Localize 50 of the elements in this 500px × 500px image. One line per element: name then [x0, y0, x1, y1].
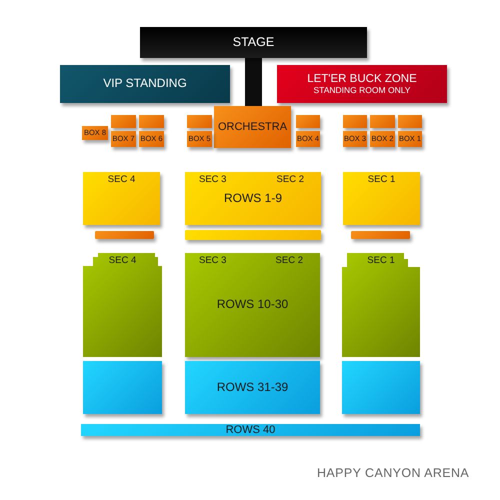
box-seat: [296, 115, 320, 128]
seat-row-bar: [351, 231, 410, 239]
section-label: SEC 2: [276, 175, 304, 186]
section-label: SEC 4: [108, 175, 136, 186]
box-seat: [398, 131, 422, 147]
box-seat: [82, 126, 108, 140]
seating-section: [185, 172, 321, 225]
section-label: SEC 1: [368, 175, 396, 186]
seating-section: [342, 253, 420, 357]
box-seat: [187, 115, 212, 128]
box-seat: [398, 115, 422, 128]
section-label: ROWS 10-30: [216, 298, 288, 312]
area-label: VIP STANDING: [103, 77, 187, 91]
area-label: STANDING ROOM ONLY: [314, 86, 410, 95]
box-seat: [296, 131, 320, 147]
seating-section: [185, 253, 320, 357]
seat-row-bar: [95, 231, 154, 239]
box-seat: [187, 131, 212, 147]
area-label: LET'ER BUCK ZONE: [307, 73, 417, 86]
section-label: ROWS 40: [226, 424, 276, 436]
box-seat: [370, 131, 395, 147]
section-label: SEC 3: [199, 256, 226, 266]
standing-area: [277, 65, 447, 103]
box-seat: [343, 131, 367, 147]
section-label: SEC 2: [276, 256, 303, 266]
section-label: SEC 3: [199, 175, 226, 186]
section-label: ROWS 31-39: [216, 380, 288, 394]
box-seat: [139, 131, 164, 147]
box-seat: [139, 115, 164, 128]
box-seat: [370, 115, 395, 128]
seat-row-bar: [185, 230, 321, 240]
section-label: SEC 1: [367, 256, 395, 266]
seating-section: [343, 172, 420, 225]
box-seat: [111, 115, 136, 128]
stage-label: STAGE: [232, 36, 274, 50]
stage-block: [140, 27, 367, 58]
seating-section: [342, 361, 420, 414]
seating-section: [83, 172, 160, 225]
box-seat: [111, 131, 136, 147]
seating-section: [81, 424, 420, 436]
orchestra-section: [214, 106, 291, 148]
section-label: ORCHESTRA: [218, 120, 288, 134]
section-label: ROWS 1-9: [224, 192, 282, 206]
standing-area: [60, 65, 230, 103]
section-label: SEC 4: [108, 256, 136, 266]
seating-section: [83, 361, 162, 414]
seating-section: [185, 361, 320, 414]
venue-caption: HAPPY CANYON ARENA: [317, 466, 470, 480]
seating-section: [83, 253, 162, 357]
box-seat: [343, 115, 367, 128]
